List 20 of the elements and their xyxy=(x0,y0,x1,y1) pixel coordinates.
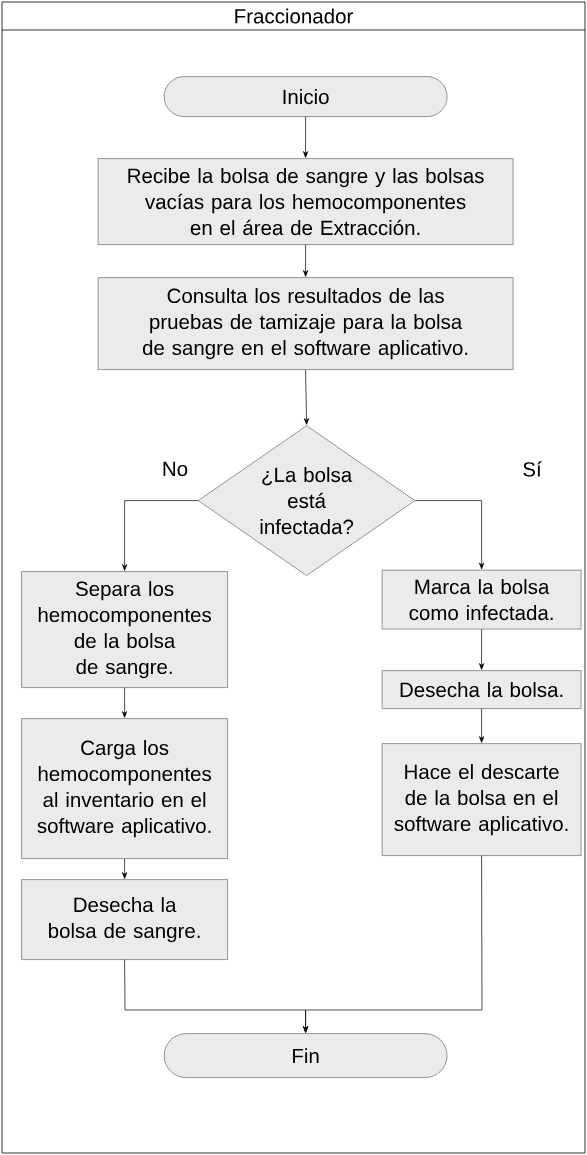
edge-label: No xyxy=(160,460,190,478)
arrow xyxy=(303,244,309,277)
arrow xyxy=(122,858,128,879)
process-box: Desecha la bolsa de sangre. xyxy=(21,879,228,960)
process-box: Carga los hemocomponentes al inventario en el software aplicativo. xyxy=(21,718,228,859)
arrow xyxy=(303,855,483,1033)
process-box: Desecha la bolsa. xyxy=(381,670,582,709)
arrow xyxy=(122,687,128,718)
arrow xyxy=(479,628,485,670)
edge-label: Sí xyxy=(521,460,543,478)
process-box: Separa los hemocomponentes de la bolsa de sangre. xyxy=(21,571,228,688)
arrow xyxy=(479,708,485,743)
arrow xyxy=(122,500,199,571)
process-box: Recibe la bolsa de sangre y las bolsas vacías para los hemocomponentes en el área de Extracción. xyxy=(97,158,514,245)
process-box: Consulta los resultados de las pruebas de tamizaje para la bolsa de sangre en el software aplicativo. xyxy=(97,277,514,370)
process-box: Marca la bolsa como infectada. xyxy=(381,569,582,630)
arrow xyxy=(303,116,309,158)
arrow xyxy=(414,500,485,570)
arrow xyxy=(303,369,310,425)
process-box: Hace el descarte de la bolsa en el software aplicativo. xyxy=(381,743,582,856)
